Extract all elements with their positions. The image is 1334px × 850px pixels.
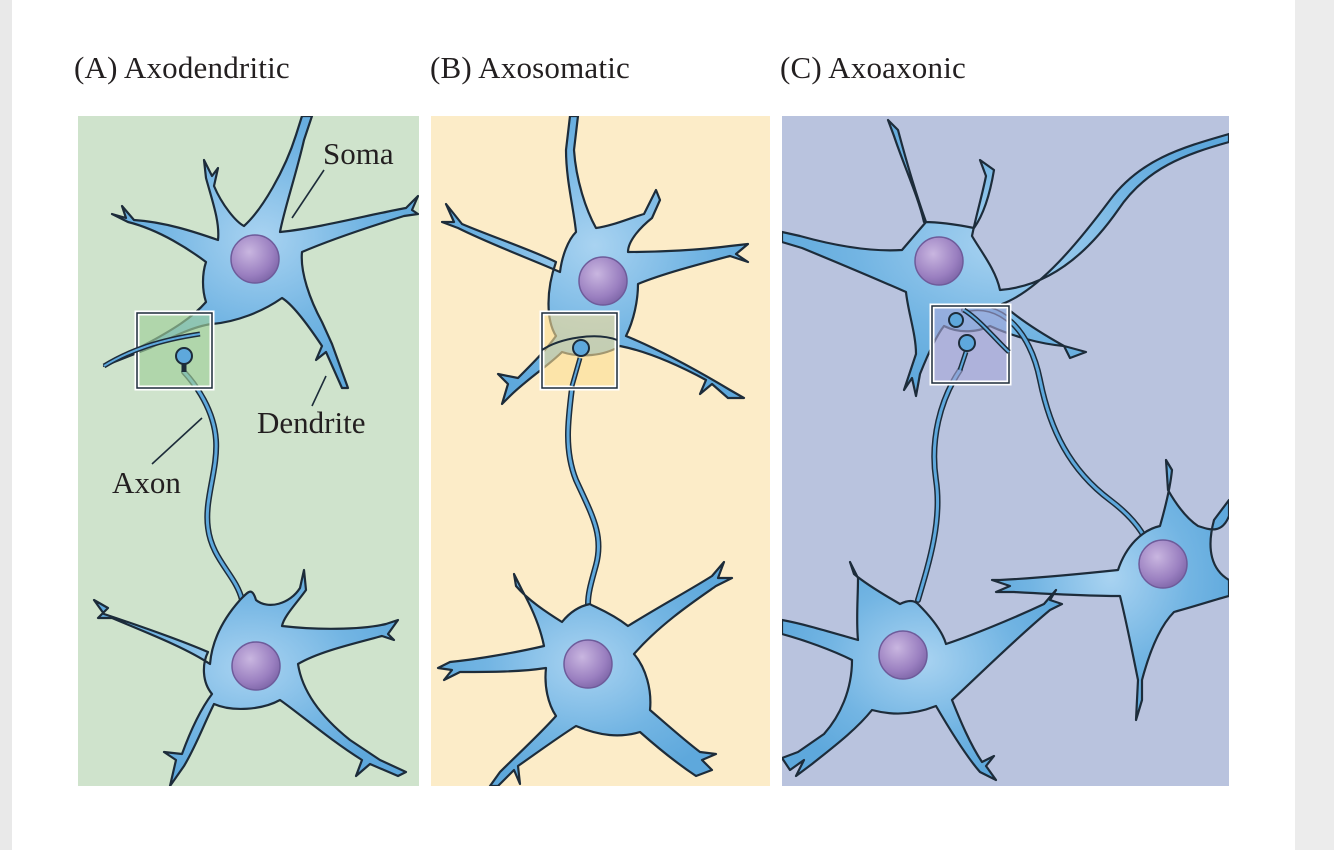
panel-a-bottom-neuron [92, 568, 408, 786]
panel-a-synapse-inset [134, 310, 215, 391]
panel-c-top-neuron [782, 118, 1229, 398]
panel-c-axon-terminal [948, 307, 1011, 371]
panel-b-axon-terminal [541, 335, 618, 387]
panel-c-bottom-neuron [782, 560, 1064, 782]
dendrite-leader-line [311, 375, 327, 407]
panel-b-bottom-neuron [436, 560, 734, 786]
axon-label: Axon [112, 465, 181, 500]
soma-label: Soma [323, 136, 394, 171]
panel-c-title: (C) Axoaxonic [780, 50, 966, 85]
panel-a-axon-terminal [102, 331, 201, 372]
axon-leader-line [151, 417, 203, 465]
panel-b-title: (B) Axosomatic [430, 50, 630, 85]
soma-leader-line [291, 169, 325, 219]
panel-c-right-neuron [990, 458, 1229, 722]
panel-a-title: (A) Axodendritic [74, 50, 290, 85]
scrollbar-track[interactable] [1295, 0, 1334, 850]
dendrite-label: Dendrite [257, 405, 365, 440]
